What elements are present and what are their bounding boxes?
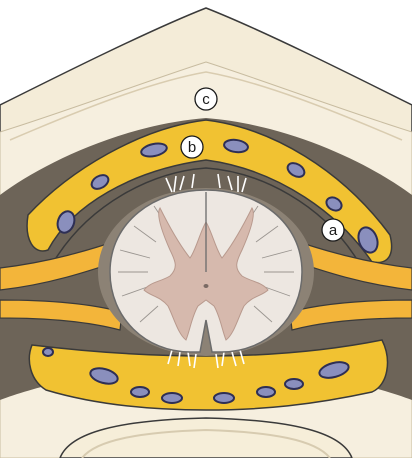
vein xyxy=(285,379,303,389)
callout-c: c xyxy=(195,88,217,110)
callout-c-label: c xyxy=(202,91,210,108)
vein xyxy=(257,387,275,397)
callout-b: b xyxy=(181,136,203,158)
callout-b-label: b xyxy=(188,139,196,156)
callout-a-label: a xyxy=(329,222,338,239)
central-canal xyxy=(204,284,209,288)
vein xyxy=(214,393,234,403)
vein xyxy=(43,348,53,356)
vein xyxy=(131,387,149,397)
callout-a: a xyxy=(322,219,344,241)
vein xyxy=(162,393,182,403)
